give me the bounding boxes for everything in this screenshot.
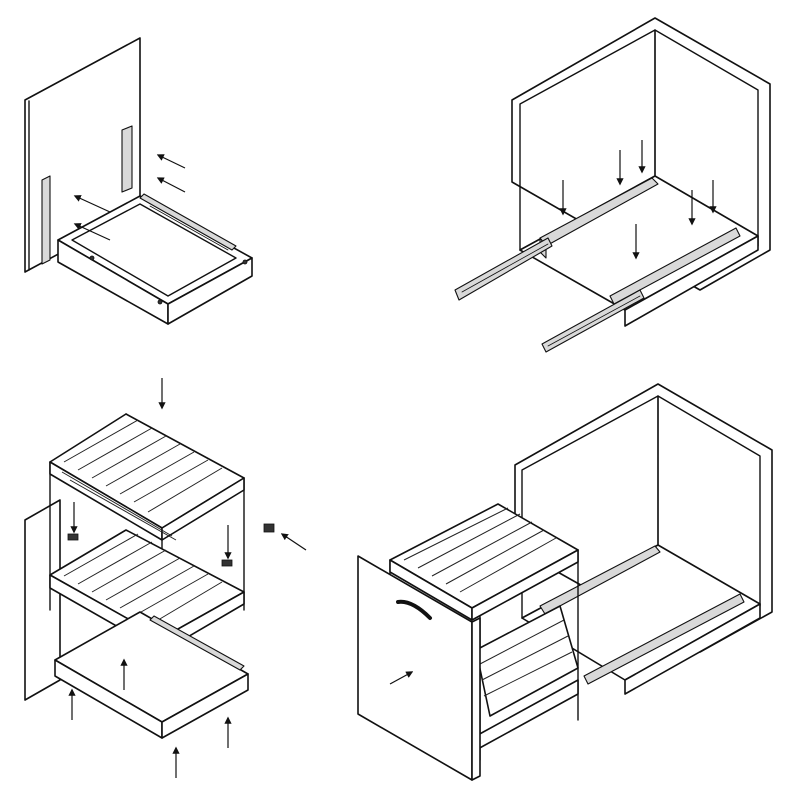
rail-4 (583, 593, 745, 685)
top-basket-4-wires (403, 507, 557, 593)
front-bracket (41, 175, 51, 265)
rail-right-mounted (609, 227, 741, 305)
step-4-installed (357, 383, 773, 781)
side-panel-3 (24, 499, 61, 701)
step-1-panel-frame (24, 37, 253, 325)
arrow-1b (156, 177, 186, 193)
arrow-3d (280, 533, 307, 551)
base-frame-side (167, 257, 253, 325)
arrow-4a (389, 671, 414, 685)
clip-part (67, 533, 79, 541)
arrow-1d (73, 223, 111, 241)
frame-rail (139, 193, 237, 251)
rear-bracket (121, 125, 133, 193)
step-2-cabinet-rails (454, 17, 771, 353)
step-3-basket-assembly (24, 378, 307, 778)
arrow-1a (156, 154, 186, 169)
middle-basket-wires (63, 533, 223, 627)
arrow-1c (73, 195, 111, 213)
top-basket-wires (61, 419, 223, 541)
lower-basket-4 (475, 605, 579, 717)
screw-part (263, 523, 275, 533)
rail-right-extended (541, 289, 645, 353)
door-handle (396, 599, 432, 620)
